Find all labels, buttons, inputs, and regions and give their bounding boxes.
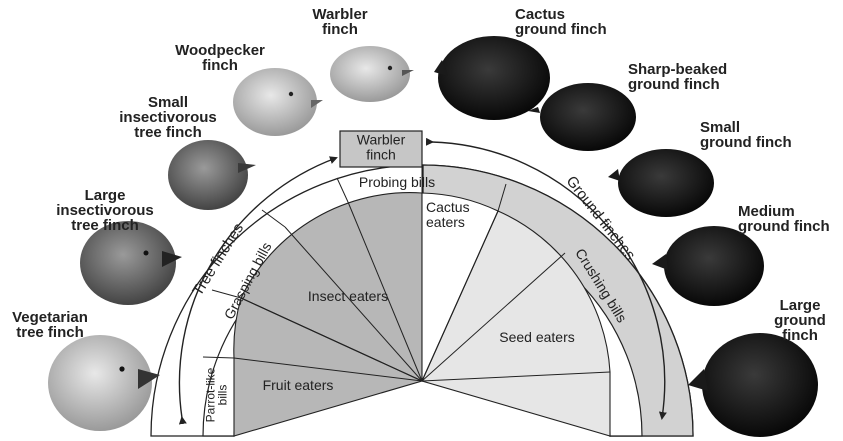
medium-ground-finch-bird xyxy=(652,226,764,306)
small-insectivorous-tree-finch-bird xyxy=(168,140,256,210)
woodpecker-finch-bird xyxy=(233,68,323,136)
bird-label-large-ground-finch: Large ground finch xyxy=(760,298,840,343)
bird-label-warbler-finch: Warbler finch xyxy=(300,7,380,37)
insect-eaters-label: Insect eaters xyxy=(308,288,388,304)
bird-label-sharp-beaked-ground-finch: Sharp-beaked ground finch xyxy=(628,62,788,92)
vegetarian-tree-finch-bird xyxy=(48,335,160,431)
seed-eaters-label: Seed eaters xyxy=(499,329,575,345)
bird-label-small-insectivorous-tree-finch: Small insectivorous tree finch xyxy=(103,95,233,140)
bird-label-small-ground-finch: Small ground finch xyxy=(700,120,830,150)
parrot-like-bills-label: Parrot-like bills xyxy=(205,368,237,423)
bird-label-medium-ground-finch: Medium ground finch xyxy=(738,204,843,234)
cactus-ground-finch-bird xyxy=(434,36,550,120)
bird-label-large-insectivorous-tree-finch: Large insectivorous tree finch xyxy=(40,188,170,233)
bird-label-vegetarian-tree-finch: Vegetarian tree finch xyxy=(0,310,100,340)
fruit-eaters-label: Fruit eaters xyxy=(263,377,334,393)
bird-label-woodpecker-finch: Woodpecker finch xyxy=(155,43,285,73)
small-ground-finch-bird xyxy=(608,149,714,217)
cactus-eaters-label: Cactus eaters xyxy=(426,200,486,230)
warbler-finch-bird xyxy=(330,46,414,102)
large-ground-finch-bird xyxy=(688,333,818,437)
probing-bills-label: Probing bills xyxy=(359,174,435,190)
bird-label-cactus-ground-finch: Cactus ground finch xyxy=(515,7,645,37)
